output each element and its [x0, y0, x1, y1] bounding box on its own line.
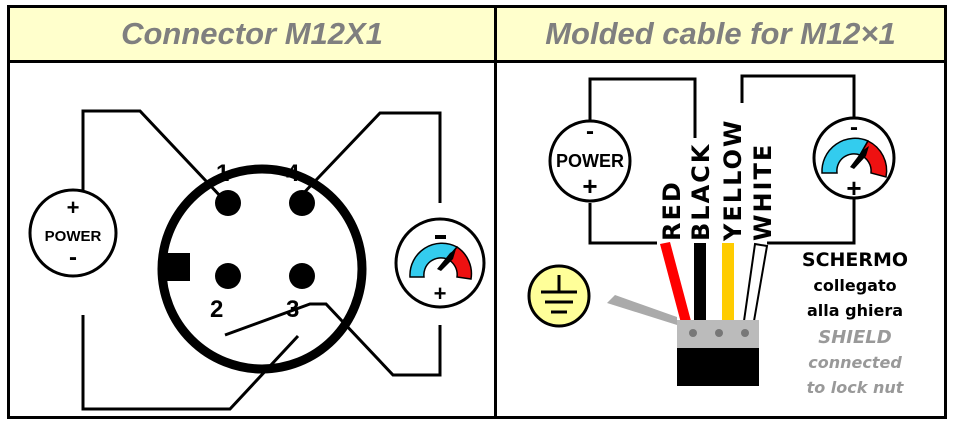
wire-red: [660, 242, 691, 323]
shield-note-it-1: SCHERMO: [802, 249, 908, 271]
wire-power-minus: [588, 77, 697, 138]
power-plus: +: [67, 195, 80, 220]
connector-body: [157, 164, 367, 374]
pin-1: [215, 190, 241, 216]
shield-note-it-3: alla ghiera: [807, 301, 903, 320]
power-source: [28, 188, 118, 278]
cable-diagram: - POWER + RED BLACK YELLOW WHITE - + SCH…: [527, 74, 908, 397]
pin-4: [289, 190, 315, 216]
wire-pin3: [81, 315, 300, 411]
wire-black: [694, 243, 706, 321]
wire-yellow: [722, 243, 734, 321]
panel-divider: [494, 5, 497, 419]
wire-pin2: [224, 302, 442, 377]
gauge-minus: -: [850, 114, 858, 141]
gauge-plus: +: [434, 281, 447, 306]
power-label: POWER: [556, 151, 624, 171]
power-minus: -: [586, 118, 594, 145]
shield-note-en-1: SHIELD: [818, 327, 891, 348]
pin-label-2: 2: [210, 296, 223, 323]
wire-power-plus: [588, 203, 657, 245]
wire-gauge-minus: [740, 74, 856, 118]
cable-jacket: [677, 348, 759, 386]
pin-3: [289, 263, 315, 289]
gauge-icon: [394, 217, 486, 309]
shield-note-it-2: collegato: [813, 276, 896, 295]
wire-label-yellow: YELLOW: [719, 119, 747, 242]
wire-pin1: [81, 109, 225, 201]
power-minus: -: [69, 244, 77, 271]
header-divider: [7, 60, 947, 63]
pin-2: [215, 263, 241, 289]
connector-diagram: 1 4 2 3 + POWER - +: [28, 109, 486, 411]
ground-icon: [527, 264, 591, 328]
shield-drain-wire: [607, 295, 677, 325]
connector-key: [160, 253, 190, 281]
wire-label-black: BLACK: [687, 143, 715, 241]
pin-label-3: 3: [286, 296, 299, 323]
power-plus: +: [582, 171, 597, 201]
right-panel-title: Molded cable for M12×1: [497, 8, 944, 60]
gauge-plus: +: [846, 173, 861, 203]
wire-label-white: WHITE: [749, 143, 777, 241]
wire-white: [742, 242, 769, 322]
pin-label-1: 1: [216, 160, 229, 187]
wire-gauge-plus: [767, 198, 856, 245]
power-label: POWER: [45, 228, 102, 245]
wire-pin4: [296, 111, 442, 203]
power-source: [548, 119, 632, 203]
pin-label-4: 4: [286, 160, 300, 187]
shield-note-en-3: to lock nut: [807, 378, 905, 397]
shield-note-en-2: connected: [808, 353, 902, 372]
left-panel-title: Connector M12X1: [10, 8, 494, 60]
diagram-frame: [7, 5, 947, 419]
gauge-icon: [812, 116, 896, 200]
wire-label-red: RED: [658, 180, 686, 241]
